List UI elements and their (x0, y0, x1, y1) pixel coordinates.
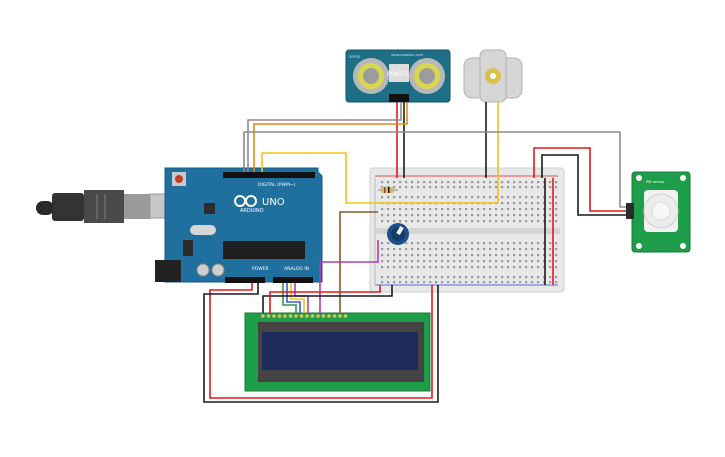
ultrasonic-model-text: SRF05 (349, 55, 360, 59)
pir-gnd-wire (541, 154, 626, 216)
digital-pins-label: DIGITAL (PWM~) (258, 182, 296, 188)
pir-signal-wire (243, 131, 626, 208)
atmega-chip (223, 241, 305, 259)
lcd-gnd-wire (262, 285, 393, 313)
ultrasonic-echo-wire (247, 102, 402, 172)
pir-top-label: PIR sensor (646, 180, 665, 184)
pir-vcc-wire (533, 147, 626, 212)
ultrasonic-label: PING))) (387, 71, 409, 78)
breadboard-holes[interactable] (381, 181, 558, 284)
arduino-5v-wire (209, 283, 433, 399)
lcd-display[interactable] (244, 312, 431, 392)
resistor[interactable] (378, 187, 398, 193)
brown-wire (339, 211, 378, 313)
lcd-pin-header[interactable] (261, 314, 348, 318)
analog-header[interactable] (273, 277, 313, 283)
arduino-logo-icon (234, 195, 257, 207)
arduino-model-label: UNO (262, 197, 285, 208)
wires (203, 102, 626, 403)
lcd-vcc-wire (269, 285, 381, 313)
arduino-gnd-wire (203, 283, 439, 403)
pir-sensor[interactable]: PIR sensor (626, 171, 691, 253)
lcd-d6-wire (290, 283, 305, 313)
power-header[interactable] (225, 277, 265, 283)
power-jack (155, 260, 181, 282)
ultrasonic-url-text: www.parallax.com (391, 53, 424, 57)
dc-motor[interactable] (463, 49, 523, 103)
lcd-d5-wire (286, 283, 301, 313)
ultrasonic-sensor[interactable]: PING))) SRF05 www.parallax.com (345, 49, 451, 103)
purple-wire (319, 240, 379, 313)
analog-pins-label: ANALOG IN (284, 266, 309, 272)
lcd-screen (262, 332, 418, 370)
digital-header[interactable] (223, 172, 315, 178)
lcd-d7-wire (294, 283, 309, 313)
potentiometer[interactable] (387, 223, 409, 245)
arduino-to-breadboard-yellow-wire (261, 102, 499, 204)
lcd-d4-wire (282, 283, 297, 313)
ultrasonic-trig-wire (253, 102, 408, 172)
arduino-uno-board[interactable]: ARDUINO UNO DIGITAL (PWM~) POWER ANALOG … (155, 167, 323, 283)
usb-cable (36, 190, 181, 223)
power-pins-label: POWER (252, 266, 269, 272)
arduino-brand-label: ARDUINO (240, 208, 264, 214)
reset-button[interactable] (175, 175, 183, 183)
breadboard[interactable] (369, 167, 565, 293)
